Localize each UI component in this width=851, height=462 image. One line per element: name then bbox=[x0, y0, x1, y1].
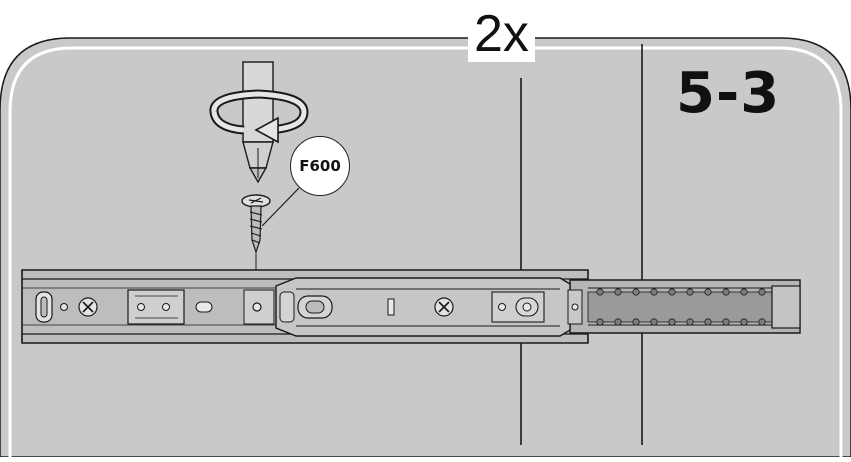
panel-inner-white-border bbox=[8, 46, 843, 457]
callout-leader bbox=[261, 187, 300, 227]
part-callout: F600 bbox=[290, 136, 350, 196]
step-number: 5-3 bbox=[676, 61, 781, 126]
rotation-arrow-icon bbox=[209, 89, 309, 144]
panel-frame bbox=[0, 37, 851, 458]
part-code-text: F600 bbox=[299, 157, 341, 175]
drawer-slide-rail bbox=[21, 269, 801, 344]
quantity-label: 2x bbox=[468, 6, 535, 62]
screw-icon bbox=[241, 194, 271, 296]
